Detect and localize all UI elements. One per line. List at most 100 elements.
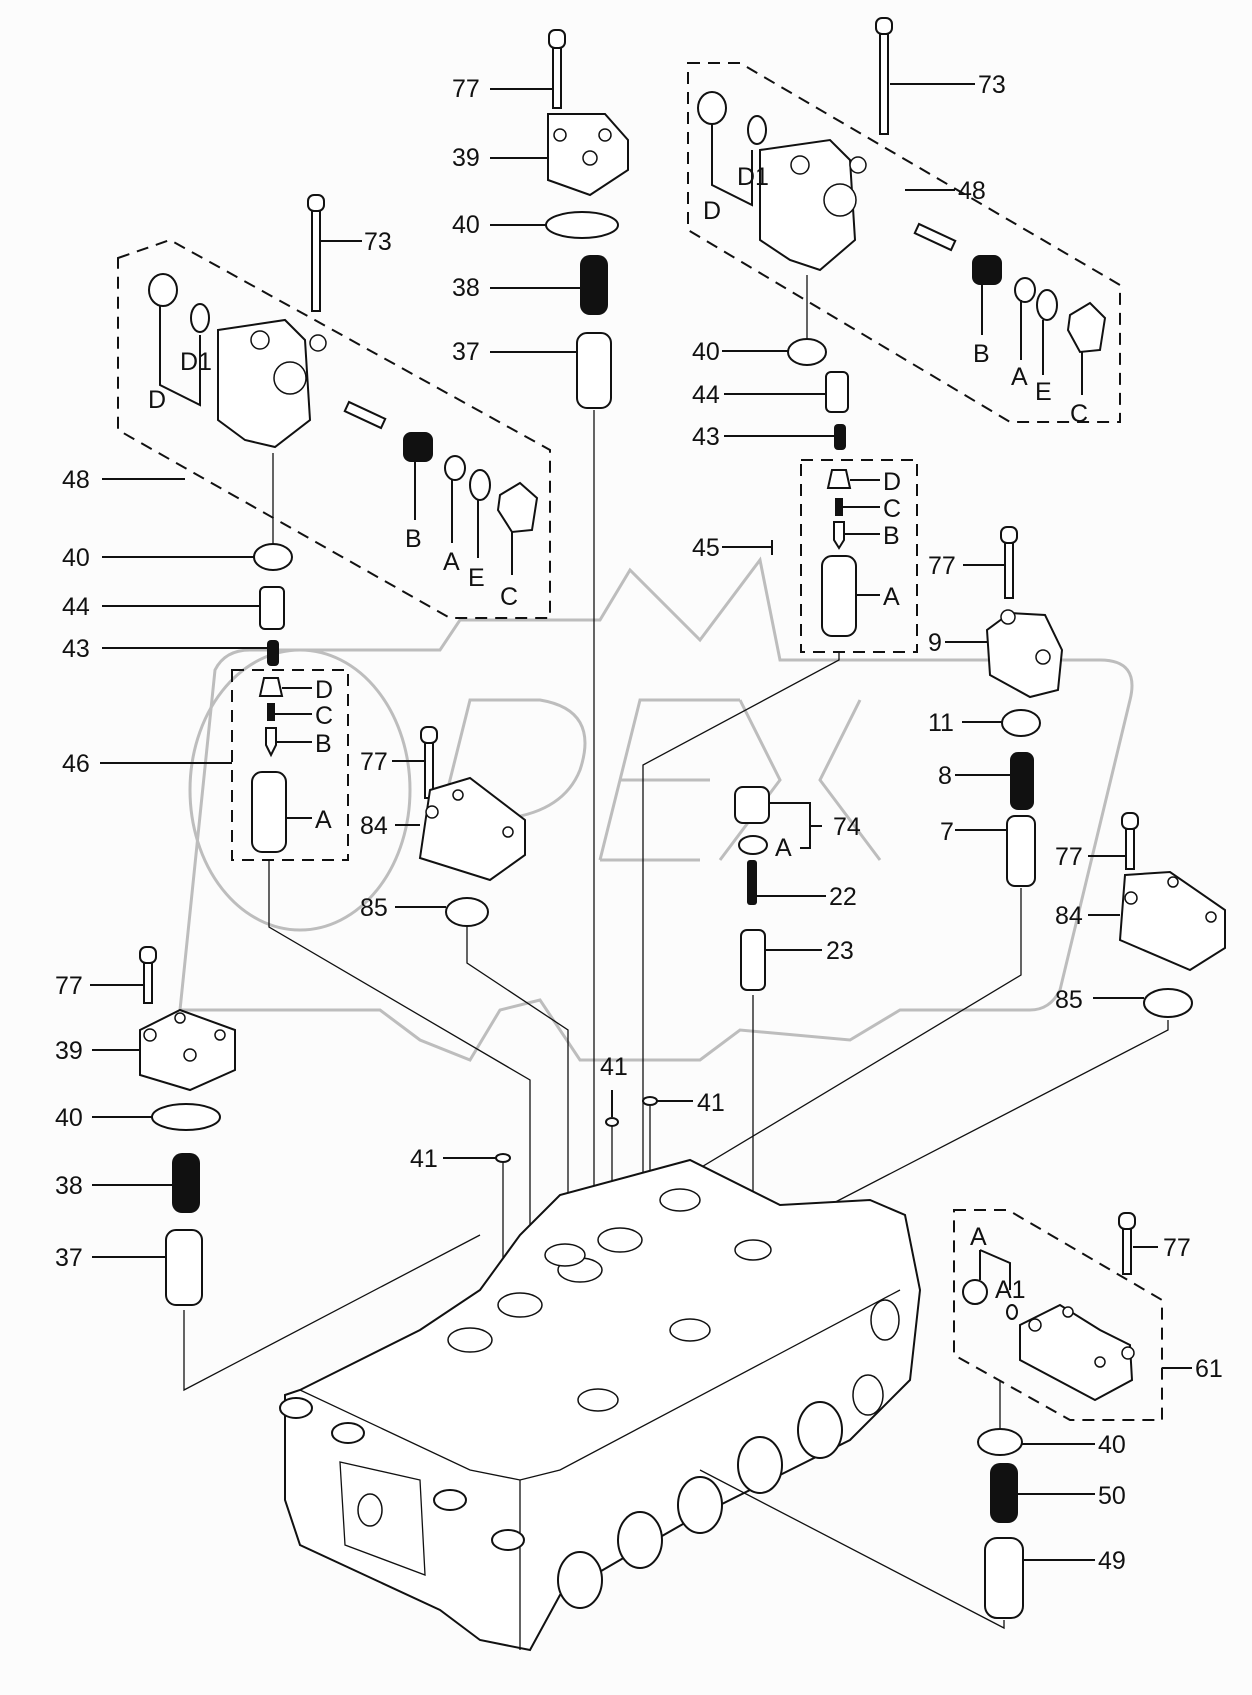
callout-40: 40 xyxy=(692,338,720,366)
callout-61: 61 xyxy=(1195,1355,1223,1383)
cover-39-top xyxy=(547,113,629,197)
callout-77: 77 xyxy=(452,75,480,103)
label-B-left: B xyxy=(405,525,422,553)
callout-84: 84 xyxy=(1055,902,1083,930)
callout-85: 85 xyxy=(1055,986,1083,1014)
spring-B-right xyxy=(972,255,1002,285)
spool-37-left xyxy=(165,1229,203,1306)
plug-74 xyxy=(734,786,770,824)
spool-7 xyxy=(1006,815,1036,887)
bolt-77-bottom-right xyxy=(1118,1212,1136,1275)
callout-41: 41 xyxy=(410,1145,438,1173)
label-C-left: C xyxy=(500,583,518,611)
label-A-46: A xyxy=(315,806,332,834)
label-A-45: A xyxy=(883,583,900,611)
opex-watermark xyxy=(178,556,1134,1062)
callout-11: 11 xyxy=(928,709,954,737)
label-E-right: E xyxy=(1035,378,1052,406)
callout-48: 48 xyxy=(958,177,986,205)
cover-84-center xyxy=(418,776,526,882)
callout-39: 39 xyxy=(55,1037,83,1065)
assembly-46-boundary xyxy=(231,669,349,861)
cap-44-right xyxy=(825,371,849,413)
o-ring-E-right xyxy=(1036,289,1058,321)
part-A-45 xyxy=(821,555,857,637)
washer-A-left xyxy=(444,455,466,481)
cover-84-right xyxy=(1118,870,1226,972)
label-C-right: C xyxy=(1070,400,1088,428)
label-A-61: A xyxy=(970,1223,987,1251)
label-B-right: B xyxy=(973,340,990,368)
part-A-46 xyxy=(251,771,287,853)
label-E-left: E xyxy=(468,564,485,592)
callout-37: 37 xyxy=(55,1244,83,1272)
callout-38: 38 xyxy=(55,1172,83,1200)
o-ring-D1-left xyxy=(190,303,210,333)
callout-73: 73 xyxy=(978,71,1006,99)
label-D-left: D xyxy=(148,386,166,414)
o-ring-E-left xyxy=(469,469,491,501)
washer-A-right xyxy=(1014,277,1036,303)
callout-40: 40 xyxy=(55,1104,83,1132)
label-D1-right: D1 xyxy=(737,163,769,191)
o-ring-40-left-lower xyxy=(151,1103,221,1131)
bolt-77-right-upper xyxy=(1000,526,1018,599)
plug-C-right xyxy=(1066,301,1107,354)
label-D-right: D xyxy=(703,197,721,225)
label-B-45: B xyxy=(883,522,900,550)
cap-44-left xyxy=(259,586,285,630)
part-C-46 xyxy=(267,703,275,721)
bolt-77-top xyxy=(548,29,566,109)
callout-40: 40 xyxy=(452,211,480,239)
callout-7: 7 xyxy=(940,818,954,846)
bolt-73-right xyxy=(875,17,893,135)
callout-8: 8 xyxy=(938,762,952,790)
spring-38-top xyxy=(580,255,608,315)
callout-9: 9 xyxy=(928,629,942,657)
callout-44: 44 xyxy=(692,381,720,409)
poppet-left xyxy=(343,400,387,430)
callout-77: 77 xyxy=(1055,843,1083,871)
callout-85: 85 xyxy=(360,894,388,922)
label-D1-left: D1 xyxy=(180,348,212,376)
o-ring-A1-61 xyxy=(1006,1304,1018,1320)
callout-38: 38 xyxy=(452,274,480,302)
o-ring-11 xyxy=(1001,709,1041,737)
spring-8 xyxy=(1010,752,1034,810)
callout-41: 41 xyxy=(697,1089,725,1117)
callout-43: 43 xyxy=(62,635,90,663)
plug-D-right xyxy=(697,91,727,125)
label-C-45: C xyxy=(883,495,901,523)
callout-40: 40 xyxy=(62,544,90,572)
o-ring-85-right xyxy=(1143,988,1193,1018)
o-ring-85-center xyxy=(445,897,489,927)
bolt-73-left xyxy=(307,194,325,312)
assembly-48-left-boundary xyxy=(117,238,551,619)
callout-43: 43 xyxy=(692,423,720,451)
poppet-right xyxy=(913,222,957,252)
part-D-45 xyxy=(826,469,852,489)
callout-49: 49 xyxy=(1098,1547,1126,1575)
assembly-48-right-boundary xyxy=(687,62,1121,423)
callout-22: 22 xyxy=(829,883,857,911)
spool-37-top xyxy=(576,332,612,409)
o-ring-41-b xyxy=(642,1096,658,1106)
part-D-46 xyxy=(258,677,284,697)
o-ring-40-left xyxy=(253,543,293,571)
label-D-46: D xyxy=(315,676,333,704)
spring-43-left xyxy=(267,640,279,666)
spring-B-left xyxy=(403,432,433,462)
valve-body-48-left xyxy=(217,318,327,449)
label-A1-61: A1 xyxy=(995,1276,1026,1304)
callout-41: 41 xyxy=(600,1053,628,1081)
plug-23 xyxy=(740,929,766,991)
callout-77: 77 xyxy=(55,972,83,1000)
o-ring-D1-right xyxy=(747,115,767,145)
callout-48: 48 xyxy=(62,466,90,494)
callout-45: 45 xyxy=(692,534,720,562)
o-ring-40-top xyxy=(545,211,619,239)
main-valve-body xyxy=(279,1158,922,1652)
callout-39: 39 xyxy=(452,144,480,172)
o-ring-40-right xyxy=(787,338,827,366)
